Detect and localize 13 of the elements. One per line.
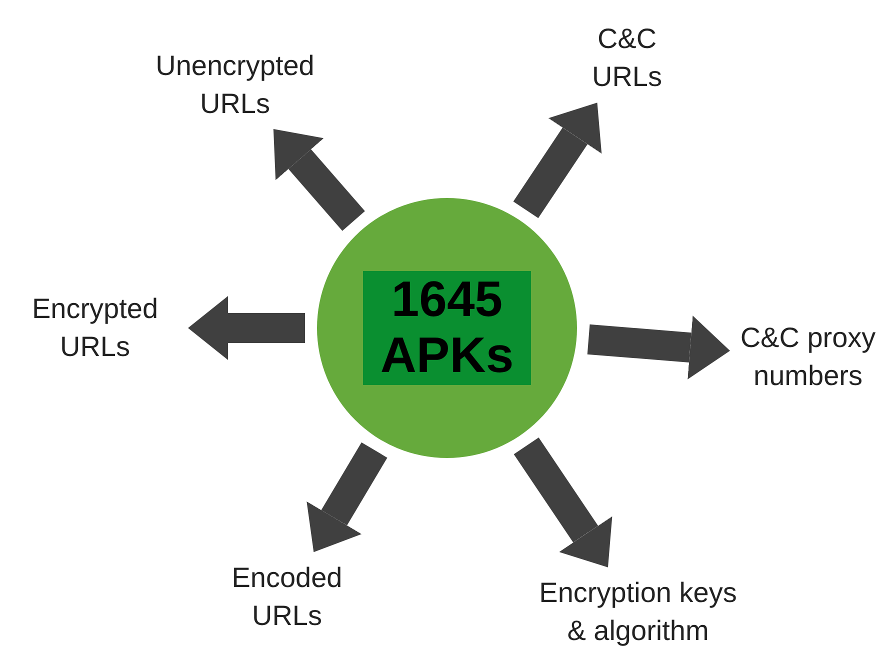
block-arrow [514, 437, 612, 568]
category-label: Encryption keys & algorithm [528, 574, 748, 650]
category-label: Unencrypted URLs [135, 47, 335, 123]
category-label: Encrypted URLs [10, 290, 180, 366]
block-arrow [587, 316, 730, 380]
block-arrow [306, 442, 388, 552]
block-arrow [273, 129, 365, 231]
category-label: C&C URLs [567, 20, 687, 96]
category-label: C&C proxy numbers [738, 319, 878, 395]
category-label: Encoded URLs [212, 559, 362, 635]
hub-title: 1645 APKs [363, 271, 531, 385]
block-arrow [188, 296, 305, 360]
block-arrow [513, 102, 602, 218]
